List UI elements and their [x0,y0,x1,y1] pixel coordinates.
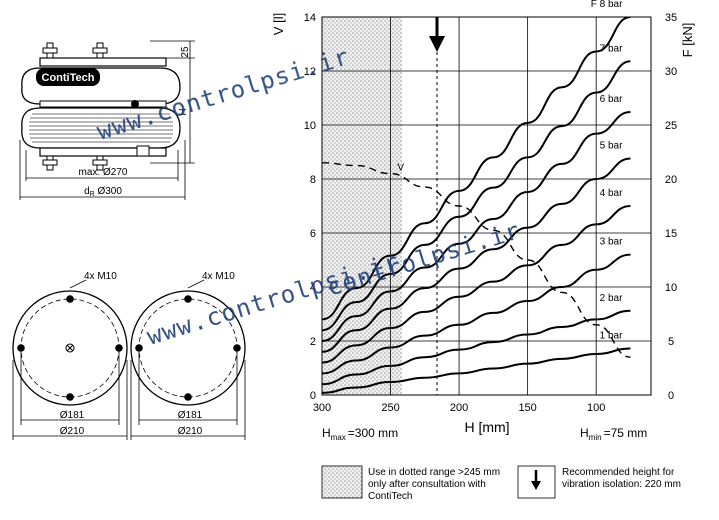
series-1-bar-line [322,347,631,394]
air-spring-side-view: ContiTech [19,40,195,200]
brand-label: ContiTech [42,72,95,84]
d181-left-label: Ø181 [60,410,85,421]
y-left-tick-label: 0 [310,390,316,402]
x-tick-label: 250 [381,402,399,414]
series-label: 3 bar [600,237,623,248]
series-label: F 8 bar [591,0,623,10]
y-right-tick-label: 5 [668,336,674,348]
series-7-bar-line [322,60,631,332]
y-right-axis-label: F [kN] [680,23,695,58]
series-label: 7 bar [600,43,623,54]
curve-labels: 1 bar 2 bar 3 bar 4 bar 5 bar 6 bar 7 bar F 8 b… [397,0,623,342]
y-right-tick-label: 25 [665,120,677,132]
series-f-8-bar-line [322,17,631,321]
dim-dr-label: dR Ø300 [84,186,122,198]
y-left-axis-label: V [l] [271,13,286,35]
legend-arrow-line2: vibration isolation: 220 mm [562,479,681,490]
y-left-tick-label: 8 [310,174,316,186]
dotted-range [322,17,402,395]
y-left-tick-label: 6 [310,228,316,240]
y-left-tick-label: 10 [304,120,316,132]
chart: 0 2 4 6 8 10 12 14 0 5 10 15 20 25 30 35 300 250 200 150 1… [271,0,695,442]
legend-dotted-line1: Use in dotted range >245 mm [368,467,500,478]
recommended-arrow-head [429,36,445,52]
series-label: 1 bar [600,331,623,342]
d181-right-label: Ø181 [178,410,203,421]
series-label: V [397,163,404,174]
x-tick-label: 150 [518,402,536,414]
series-2-bar-line [322,309,631,386]
legend-dotted-swatch [321,465,363,499]
y-left-tick-label: 4 [310,282,316,294]
legend-dotted-line3: ContiTech [368,491,412,502]
y-right-tick-label: 30 [665,66,677,78]
series-3-bar-line [322,253,631,375]
x-tick-label: 300 [313,402,331,414]
d210-left-label: Ø210 [60,426,85,437]
y-right-tick-label: 0 [668,390,674,402]
series-label: 4 bar [600,188,623,199]
dim-25-label: 25 [180,46,191,58]
d210-right-label: Ø210 [178,426,203,437]
legend: Use in dotted range >245 mm only after c… [321,465,681,502]
y-left-tick-label: 14 [304,12,316,24]
series-6-bar-line [322,111,631,342]
dim-max-label: max. Ø270 [79,167,128,178]
y-right-tick-label: 10 [665,282,677,294]
dim-h-label: H [178,108,189,115]
legend-arrow-line1: Recommended height for [562,467,675,478]
bolts-left-label: 4x M10 [84,271,117,282]
hmin-label: Hmin=75 mm [580,426,647,442]
y-right-ticks: 0 5 10 15 20 25 30 35 [665,12,677,402]
hmax-label: Hmax=300 mm [322,426,398,442]
x-axis-label: H [mm] [464,419,509,435]
legend-arrow-icon [531,481,541,490]
air-spring-top-view-left: 4x M10 Ø181 Ø210 [12,271,128,440]
x-tick-label: 100 [587,402,605,414]
series-4-bar-line [322,205,631,364]
legend-dotted-line2: only after consultation with [368,479,486,490]
series-label: 2 bar [600,293,623,304]
series-v-line [322,162,631,358]
bolts-right-label: 4x M10 [202,271,235,282]
plot-frame [321,16,652,396]
series-label: 5 bar [600,140,623,151]
y-right-tick-label: 35 [665,12,677,24]
y-left-ticks: 0 2 4 6 8 10 12 14 [304,12,316,402]
y-right-tick-label: 15 [665,228,677,240]
series-5-bar-line [322,157,631,353]
series-label: 6 bar [600,94,623,105]
y-left-tick-label: 12 [304,66,316,78]
y-left-tick-label: 2 [310,336,316,348]
curves [322,17,631,394]
x-tick-label: 200 [450,402,468,414]
y-right-tick-label: 20 [665,174,677,186]
x-ticks: 300 250 200 150 100 [313,402,606,414]
air-spring-top-view-right: 4x M10 Ø181 Ø210 [130,271,246,440]
